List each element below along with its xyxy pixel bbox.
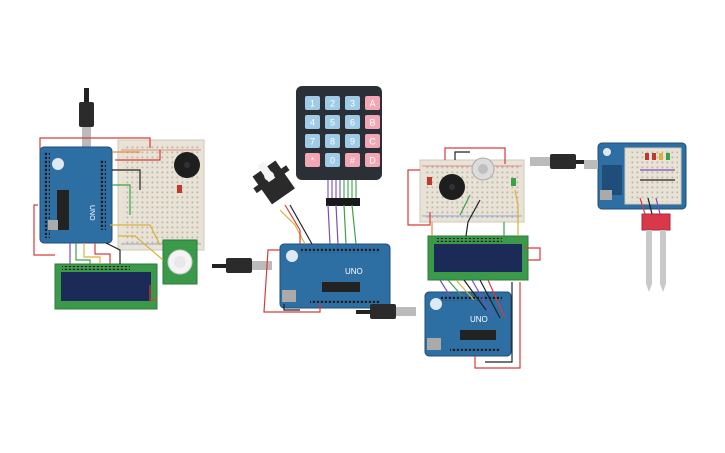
keypad-key-1-1[interactable]: 5 <box>325 115 340 129</box>
keypad-key-3-0[interactable]: * <box>305 153 320 167</box>
keypad-key-3-1[interactable]: 0 <box>325 153 340 167</box>
keypad-key-1-2[interactable]: 6 <box>345 115 360 129</box>
keypad-key-label: 8 <box>330 137 335 147</box>
wires-group-2 <box>263 204 357 313</box>
keypad-key-2-3[interactable]: C <box>365 134 380 148</box>
wires-group-4 <box>639 169 675 215</box>
lcd-2[interactable] <box>427 235 529 281</box>
led-green-2[interactable] <box>511 178 516 186</box>
keypad-key-1-3[interactable]: B <box>365 115 380 129</box>
keypad-key-label: 1 <box>310 99 315 109</box>
keypad-ribbon <box>327 180 357 200</box>
keypad-key-label: * <box>311 156 315 166</box>
keypad-key-0-0[interactable]: 1 <box>305 96 320 110</box>
pir-sensor[interactable] <box>162 239 198 285</box>
keypad-key-3-3[interactable]: D <box>365 153 380 167</box>
usb-plug-4[interactable] <box>530 154 590 169</box>
arduino-uno-3[interactable]: UNO <box>424 291 512 357</box>
keypad-key-label: 2 <box>330 99 335 109</box>
circuit-group-3: UNO <box>407 147 590 369</box>
keypad-key-label: 3 <box>350 99 355 109</box>
keypad-key-label: B <box>369 118 375 128</box>
keypad[interactable]: 1 2 3 A 4 5 6 B 7 8 9 C * 0 # D <box>296 86 382 206</box>
keypad-key-label: 9 <box>350 137 355 147</box>
usb-plug-1[interactable] <box>79 88 94 147</box>
usb-plug-2[interactable] <box>212 258 272 273</box>
wires-group-3 <box>407 147 541 369</box>
keypad-key-2-0[interactable]: 7 <box>305 134 320 148</box>
keypad-key-label: 0 <box>330 156 335 166</box>
arduino-uno-1[interactable]: UNO <box>39 146 113 244</box>
keypad-key-label: D <box>369 156 376 166</box>
led-green-4[interactable] <box>666 153 670 160</box>
circuit-group-4 <box>584 142 687 292</box>
keypad-key-2-2[interactable]: 9 <box>345 134 360 148</box>
breadboard-2[interactable] <box>419 159 525 223</box>
keypad-key-label: 4 <box>310 118 315 128</box>
soil-moisture-sensor[interactable] <box>641 213 671 292</box>
circuit-group-2: 1 2 3 A 4 5 6 B 7 8 9 C * 0 # D <box>244 86 416 319</box>
lcd-1[interactable] <box>54 263 158 310</box>
keypad-key-label: 5 <box>330 118 335 128</box>
keypad-key-label: C <box>369 137 376 147</box>
keypad-key-1-0[interactable]: 4 <box>305 115 320 129</box>
keypad-key-0-2[interactable]: 3 <box>345 96 360 110</box>
keypad-key-0-3[interactable]: A <box>365 96 380 110</box>
arduino-uno-2[interactable]: UNO <box>279 243 391 309</box>
led-red-4b[interactable] <box>652 153 656 160</box>
servo[interactable] <box>244 152 300 208</box>
buzzer-1[interactable] <box>174 152 200 178</box>
arduino-logo-1: UNO <box>88 205 95 221</box>
led-yellow-4[interactable] <box>659 153 663 160</box>
arduino-logo-2: UNO <box>345 267 363 276</box>
circuit-group-1: UNO <box>33 88 272 310</box>
usb-plug-3[interactable] <box>356 304 416 319</box>
keypad-key-label: 7 <box>310 137 315 147</box>
keypad-key-label: # <box>350 156 355 166</box>
buzzer-2[interactable] <box>439 174 465 200</box>
arduino-uno-4[interactable] <box>597 142 687 210</box>
keypad-key-label: A <box>369 99 375 109</box>
led-red-2[interactable] <box>427 177 432 185</box>
keypad-key-label: 6 <box>350 118 355 128</box>
led-red-1[interactable] <box>177 185 182 193</box>
keypad-key-0-1[interactable]: 2 <box>325 96 340 110</box>
arduino-logo-3: UNO <box>470 315 488 324</box>
wires-group-1 <box>33 137 164 301</box>
keypad-key-2-1[interactable]: 8 <box>325 134 340 148</box>
usb-plug-5[interactable] <box>584 160 598 169</box>
gas-sensor[interactable] <box>471 157 495 181</box>
led-red-4a[interactable] <box>645 153 649 160</box>
keypad-key-3-2[interactable]: # <box>345 153 360 167</box>
